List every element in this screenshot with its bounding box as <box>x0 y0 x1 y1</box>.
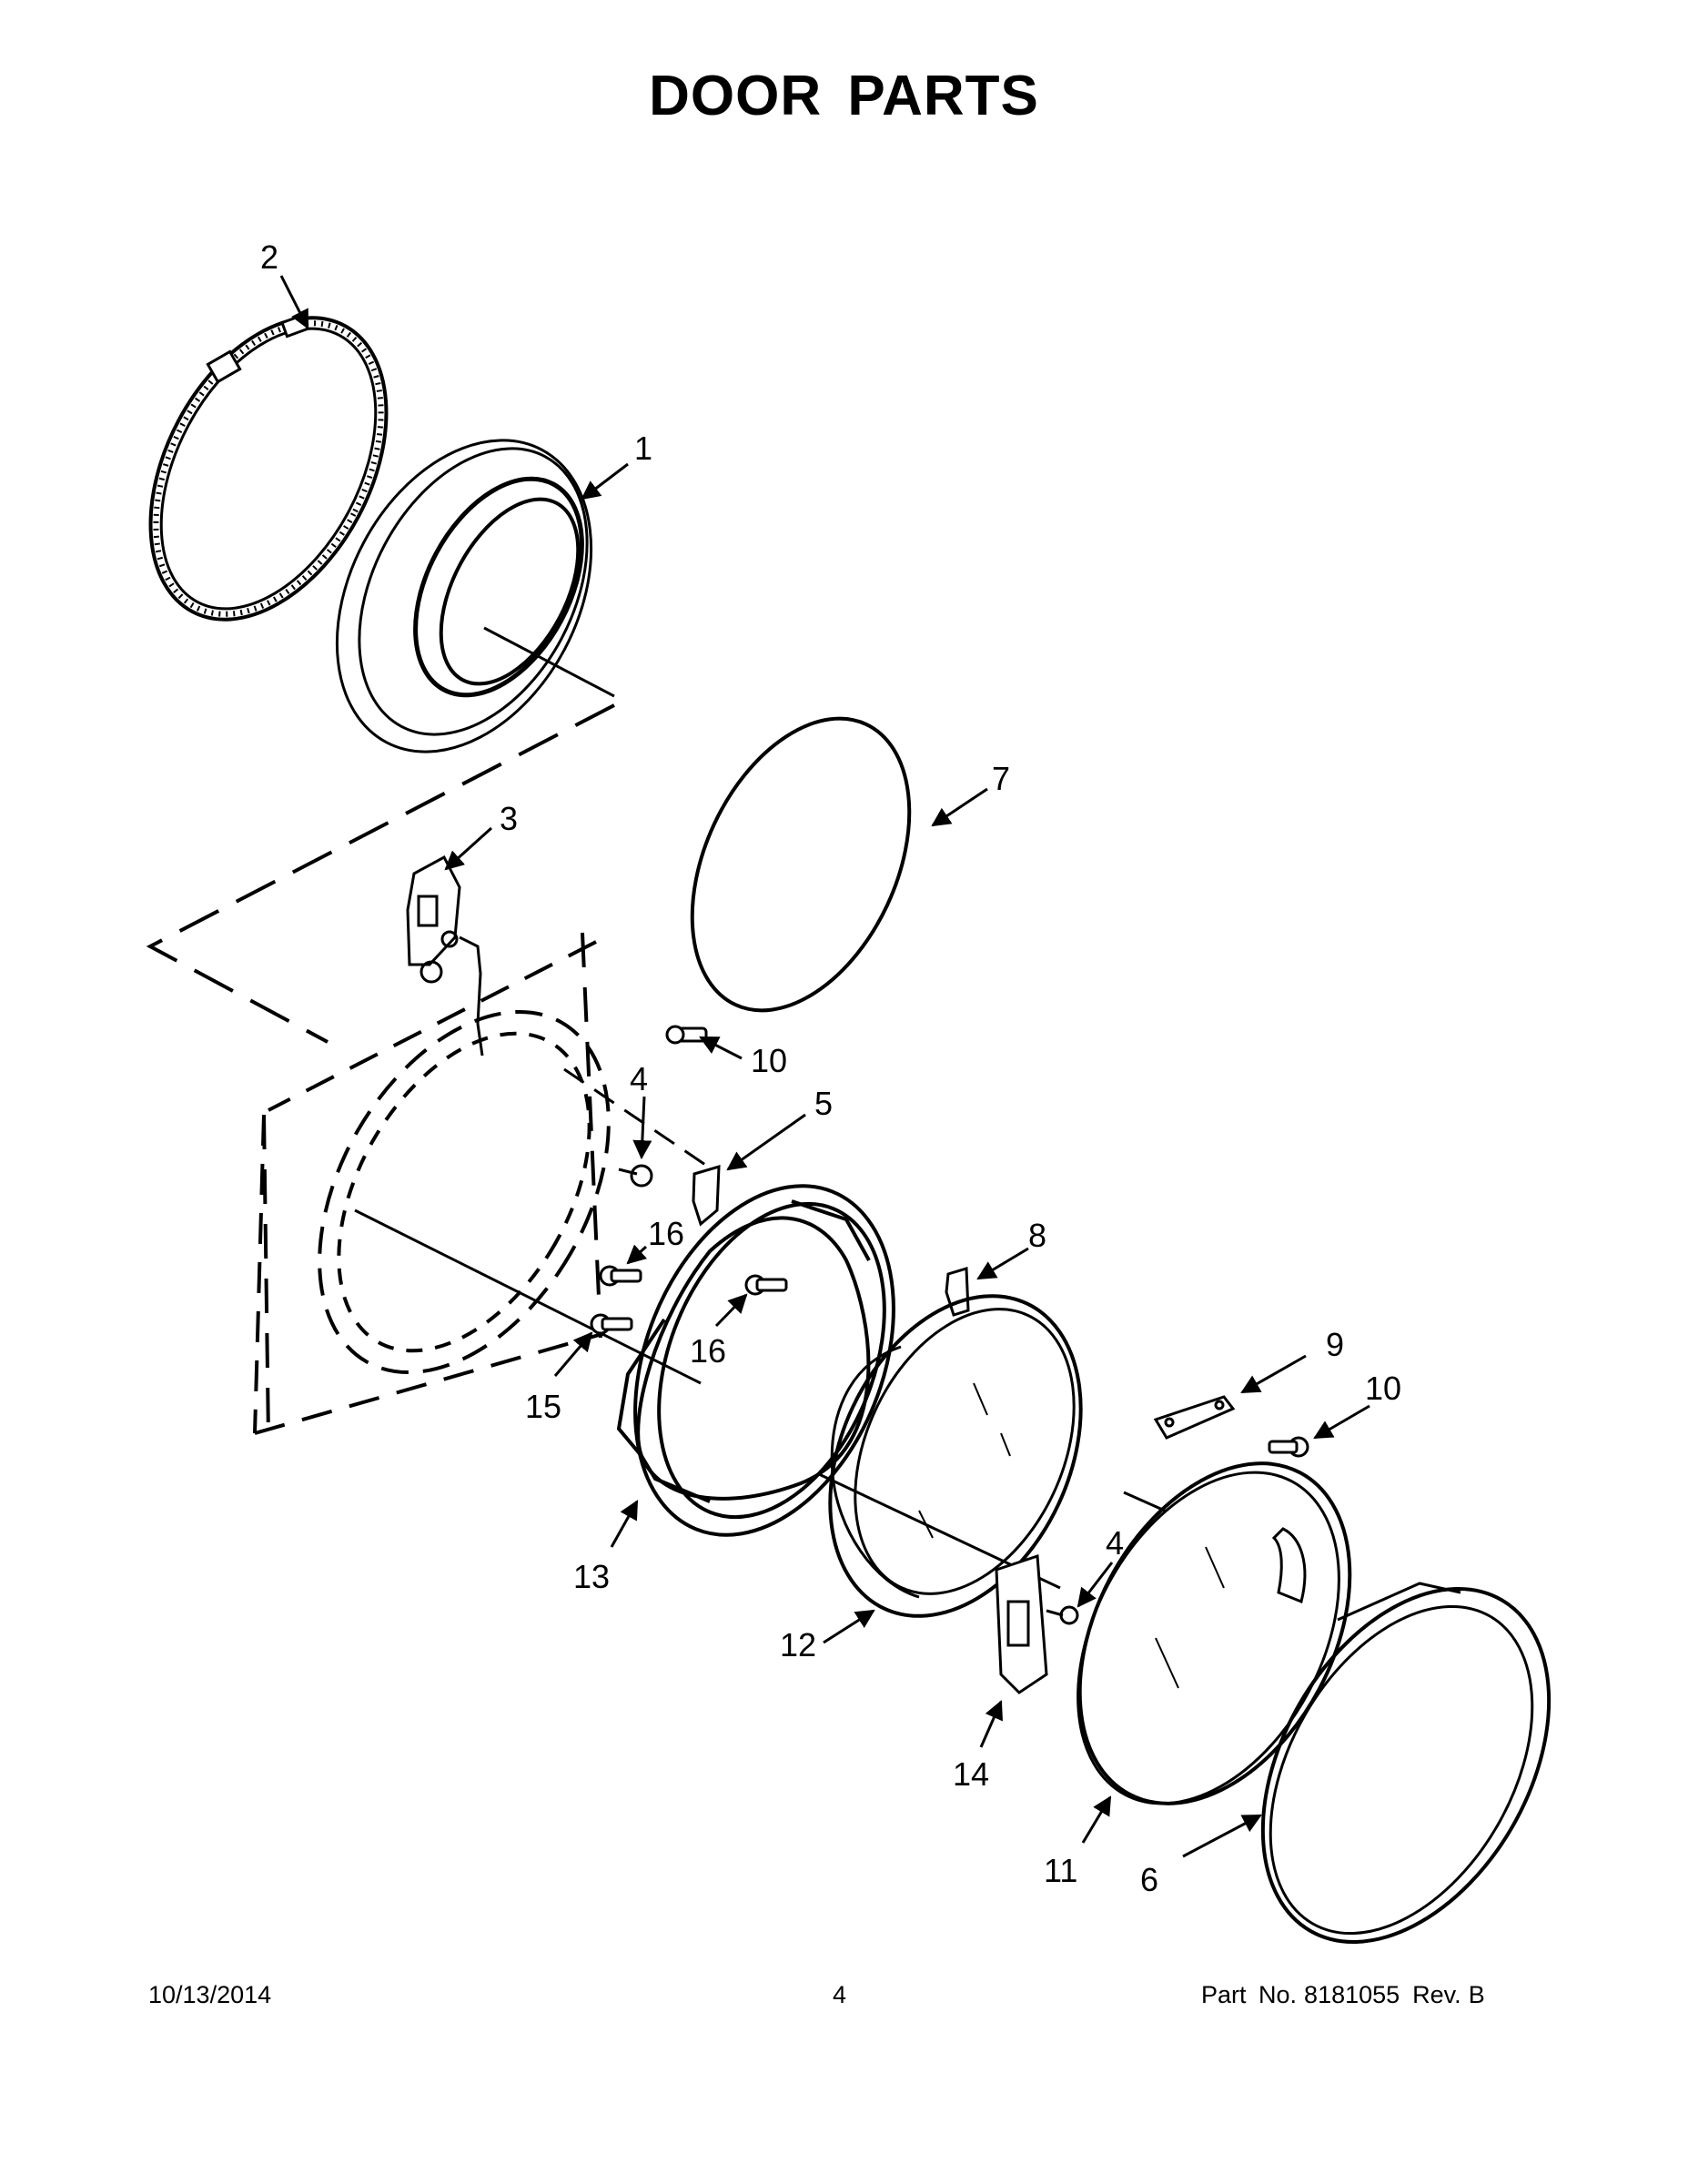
callout-11: 11 <box>1044 1852 1077 1889</box>
part-hinge-pin-8 <box>945 1267 970 1317</box>
callout-labels: 2 1 7 3 4 10 5 16 16 8 15 9 10 13 4 12 1… <box>260 238 1401 1898</box>
part-no-value: 8181055 <box>1304 1981 1400 2008</box>
part-bellow <box>335 439 615 753</box>
callout-12: 12 <box>780 1626 816 1663</box>
callout-5: 5 <box>814 1085 833 1122</box>
callout-16b: 16 <box>690 1332 726 1370</box>
callout-14: 14 <box>953 1755 989 1793</box>
callout-10b: 10 <box>1365 1370 1401 1407</box>
footer-page-number: 4 <box>833 1981 847 2008</box>
part-screw-16b <box>744 1274 788 1296</box>
callout-16a: 16 <box>648 1215 684 1252</box>
callout-8: 8 <box>1028 1217 1046 1254</box>
part-screw-10b <box>1268 1436 1309 1458</box>
callout-10a: 10 <box>751 1042 787 1079</box>
part-door-trim <box>1260 1582 1552 1944</box>
callout-9: 9 <box>1326 1326 1344 1363</box>
rev-label: Rev. <box>1412 1981 1461 2008</box>
part-clip-5 <box>692 1164 721 1227</box>
callout-13: 13 <box>573 1558 610 1595</box>
part-inner-door-frame <box>616 1184 895 1537</box>
part-clamp-ring <box>148 313 389 622</box>
part-screw-16a <box>599 1265 642 1287</box>
callout-15: 15 <box>525 1388 561 1425</box>
callout-2: 2 <box>260 238 278 276</box>
callout-4b: 4 <box>1106 1524 1124 1562</box>
page-title: DOOR PARTS <box>649 65 1039 127</box>
rev-value: B <box>1468 1981 1485 2008</box>
footer-part-info: Part No.8181055 Rev. B <box>1201 1981 1485 2009</box>
part-hinge-strap <box>1153 1395 1236 1440</box>
part-hinge <box>995 1553 1079 1694</box>
callout-3: 3 <box>500 800 518 837</box>
part-wire-ring <box>690 716 912 1013</box>
callout-4a: 4 <box>630 1060 648 1097</box>
callout-6: 6 <box>1140 1861 1158 1898</box>
part-no-label: Part No. <box>1201 1981 1298 2008</box>
part-screw-15 <box>590 1313 633 1335</box>
part-outer-door <box>1076 1461 1352 1805</box>
callout-1: 1 <box>634 430 652 467</box>
callout-7: 7 <box>992 760 1010 797</box>
footer-date: 10/13/2014 <box>148 1981 272 2008</box>
part-door-lock <box>406 854 484 1057</box>
part-screw-10a <box>665 1025 708 1045</box>
leader-arrows <box>279 275 1370 1858</box>
part-door-glass <box>818 1294 1083 1618</box>
part-screw-4 <box>618 1164 653 1188</box>
